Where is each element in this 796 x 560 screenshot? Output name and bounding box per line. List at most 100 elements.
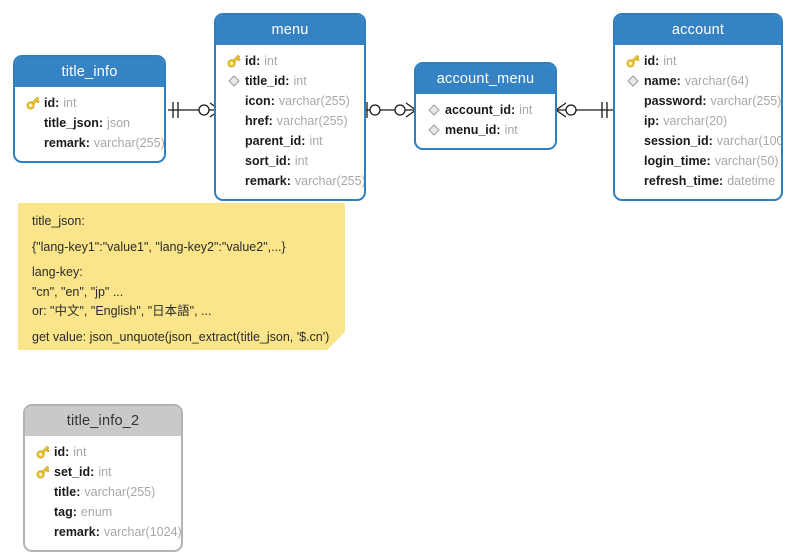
entity-table-title_info_2[interactable]: title_info_2 id: int set_id: int title: … <box>23 404 183 552</box>
no-icon <box>225 172 243 190</box>
note-line: "cn", "en", "jp" ... <box>32 284 124 299</box>
field-type: datetime <box>727 174 776 188</box>
field-colon: : <box>676 74 681 88</box>
entity-title-menu: menu <box>216 15 364 45</box>
field-type: varchar(255) <box>93 136 165 150</box>
field-name: title_json <box>44 116 99 130</box>
field-row: session_id: varchar(100) <box>615 131 781 151</box>
field-name: name <box>644 74 677 88</box>
field-colon: : <box>655 54 660 68</box>
key-icon <box>34 443 52 461</box>
field-name: remark <box>44 136 86 150</box>
field-row: title: varchar(255) <box>25 482 181 502</box>
field-name: remark <box>54 525 96 539</box>
field-name: id <box>44 96 56 110</box>
field-type: varchar(64) <box>684 74 749 88</box>
no-icon <box>34 503 52 521</box>
field-type: int <box>63 96 77 110</box>
entity-table-menu[interactable]: menu id: int title_id: int icon: varchar… <box>214 13 366 201</box>
field-colon: : <box>270 94 275 108</box>
note-line: get value: json_unquote(json_extract(tit… <box>32 329 330 344</box>
field-row: title_json: json <box>15 113 164 133</box>
field-row: name: varchar(64) <box>615 71 781 91</box>
field-name: icon <box>245 94 271 108</box>
field-type: varchar(255) <box>294 174 366 188</box>
field-colon: : <box>286 174 291 188</box>
note-line: {"lang-key1":"value1", "lang-key2":"valu… <box>32 239 286 254</box>
field-colon: : <box>301 134 306 148</box>
field-type: int <box>294 154 309 168</box>
field-name: id <box>54 445 66 459</box>
entity-title-account: account <box>615 15 781 45</box>
no-icon <box>624 92 642 110</box>
field-name: remark <box>245 174 287 188</box>
field-colon: : <box>286 154 291 168</box>
field-colon: : <box>511 103 516 117</box>
field-row: set_id: int <box>25 462 181 482</box>
key-icon <box>24 94 42 112</box>
field-row: tag: enum <box>25 502 181 522</box>
no-icon <box>225 92 243 110</box>
entity-fields-account_menu: account_id: int menu_id: int <box>416 94 555 148</box>
field-colon: : <box>72 505 77 519</box>
entity-fields-account: id: int name: varchar(64) password: varc… <box>615 45 781 199</box>
field-row: parent_id: int <box>216 131 364 151</box>
field-colon: : <box>708 134 713 148</box>
connector-title_info-menu <box>168 98 221 122</box>
field-row: password: varchar(255) <box>615 91 781 111</box>
field-colon: : <box>98 116 104 130</box>
field-colon: : <box>55 96 60 110</box>
field-type: int <box>504 123 518 137</box>
field-type: varchar(255) <box>710 94 782 108</box>
field-type: varchar(100) <box>716 134 783 148</box>
field-type: varchar(255) <box>278 94 350 108</box>
field-colon: : <box>65 445 70 459</box>
field-name: ip <box>644 114 656 128</box>
note-title_json[interactable]: title_json: {"lang-key1":"value1", "lang… <box>18 203 345 350</box>
diamond-icon <box>425 121 443 139</box>
field-colon: : <box>76 485 81 499</box>
field-name: login_time <box>644 154 707 168</box>
field-type: int <box>663 54 677 68</box>
field-colon: : <box>702 94 707 108</box>
field-row: ip: varchar(20) <box>615 111 781 131</box>
field-row: sort_id: int <box>216 151 364 171</box>
key-icon <box>34 463 52 481</box>
field-name: title <box>54 485 77 499</box>
field-row: id: int <box>216 51 364 71</box>
field-type: int <box>519 103 533 117</box>
field-name: refresh_time <box>644 174 720 188</box>
field-name: title_id <box>245 74 286 88</box>
field-colon: : <box>285 74 290 88</box>
field-type: varchar(255) <box>84 485 156 499</box>
field-type: int <box>73 445 87 459</box>
field-row: id: int <box>25 442 181 462</box>
entity-table-title_info[interactable]: title_info id: int title_json: json rema… <box>13 55 166 163</box>
connector-menu-account_menu <box>364 98 417 122</box>
field-name: id <box>644 54 656 68</box>
no-icon <box>225 112 243 130</box>
no-icon <box>624 132 642 150</box>
entity-title-title_info_2: title_info_2 <box>25 406 181 436</box>
field-row: remark: varchar(1024) <box>25 522 181 542</box>
field-row: href: varchar(255) <box>216 111 364 131</box>
field-row: title_id: int <box>216 71 364 91</box>
field-type: int <box>309 134 323 148</box>
entity-table-account_menu[interactable]: account_menu account_id: int menu_id: in… <box>414 62 557 150</box>
field-name: session_id <box>644 134 709 148</box>
field-type: enum <box>80 505 113 519</box>
field-colon: : <box>90 465 95 479</box>
field-row: refresh_time: datetime <box>615 171 781 191</box>
entity-table-account[interactable]: account id: int name: varchar(64) passwo… <box>613 13 783 201</box>
field-name: id <box>245 54 257 68</box>
field-type: varchar(1024) <box>103 525 182 539</box>
field-name: account_id <box>445 103 511 117</box>
no-icon <box>624 152 642 170</box>
no-icon <box>34 523 52 541</box>
entity-fields-menu: id: int title_id: int icon: varchar(255)… <box>216 45 364 199</box>
field-name: parent_id <box>245 134 302 148</box>
field-row: remark: varchar(255) <box>216 171 364 191</box>
note-line: title_json: <box>32 214 85 228</box>
field-colon: : <box>496 123 501 137</box>
field-row: login_time: varchar(50) <box>615 151 781 171</box>
